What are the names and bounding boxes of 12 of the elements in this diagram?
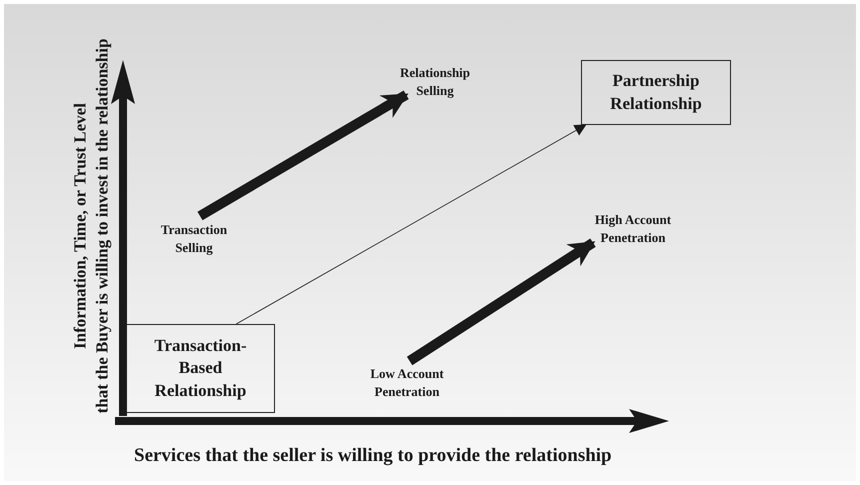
relationship-box: Transaction-Based Relationship bbox=[126, 324, 275, 413]
stage-label: High Account Penetration bbox=[593, 198, 673, 260]
axis-title: that the Buyer is willing to invest in the relationship bbox=[91, 38, 112, 414]
arrow bbox=[197, 90, 409, 220]
stage-label: Relationship Selling bbox=[390, 62, 480, 102]
relationship-box: Partnership Relationship bbox=[581, 60, 731, 125]
arrow bbox=[236, 124, 587, 324]
arrow bbox=[406, 238, 596, 366]
stage-label: Low Account Penetration bbox=[342, 361, 472, 405]
stage-label: Transaction Selling bbox=[144, 216, 244, 262]
axis-title: Information, Time, or Trust Level bbox=[69, 103, 90, 349]
axis-title: Services that the seller is willing to provide the relationship bbox=[134, 444, 612, 468]
